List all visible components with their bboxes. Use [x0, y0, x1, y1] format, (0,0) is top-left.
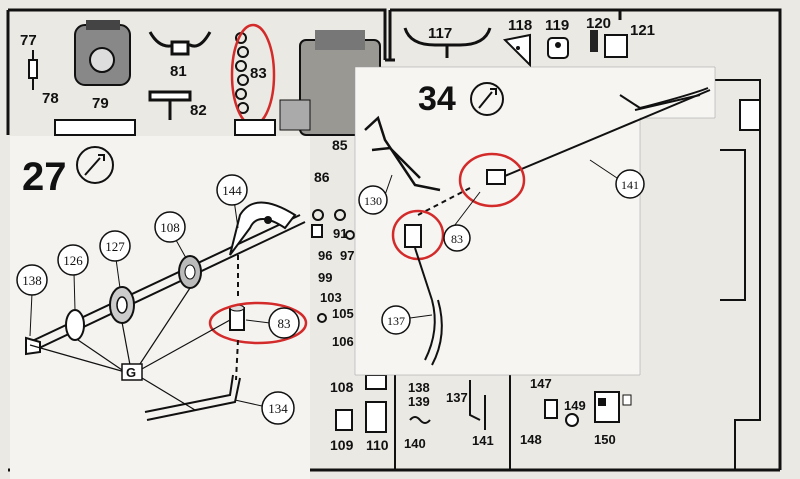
pin-part-icon — [28, 50, 38, 90]
connector-83-upper — [486, 169, 506, 185]
svg-text:141: 141 — [621, 178, 639, 192]
explode-lines — [235, 255, 239, 381]
part-label-86: 86 — [314, 169, 330, 185]
panel-27-title: 27 — [22, 155, 67, 199]
part-label-85: 85 — [332, 137, 348, 153]
handlebar-part-icon — [403, 27, 492, 58]
middle-column-parts: 85 86 91 96 97 99 103 105 106 108 109 11… — [311, 137, 389, 453]
callout-108: 108 — [154, 211, 187, 259]
connector-83-lower — [404, 224, 422, 248]
svg-text:83: 83 — [278, 316, 291, 331]
bracket-part-icon — [148, 31, 212, 56]
callout-134: 134 — [234, 391, 295, 425]
svg-text:134: 134 — [268, 401, 288, 416]
spring-icon — [409, 380, 486, 430]
cap-part-icon — [547, 37, 569, 59]
part-label-106: 106 — [332, 334, 354, 349]
bottom-middle-parts: 108 109 110 — [330, 374, 389, 453]
plate-part-icon — [502, 33, 531, 68]
part-label-150: 150 — [594, 432, 616, 447]
part-label-138b: 138 — [408, 380, 430, 395]
clip-part-icon — [590, 30, 628, 58]
part-label-79: 79 — [92, 95, 109, 112]
part-label-109: 109 — [330, 437, 354, 453]
washer-126 — [65, 309, 85, 341]
svg-text:130: 130 — [364, 194, 382, 208]
part-label-96: 96 — [318, 248, 332, 263]
cable-137 — [414, 247, 443, 366]
part-label-141b: 141 — [472, 433, 494, 448]
svg-text:83: 83 — [451, 232, 463, 246]
callout-137: 137 — [381, 305, 433, 335]
part-label-120: 120 — [586, 15, 611, 32]
spacer-108 — [178, 255, 202, 289]
wrench-badge-icon — [76, 146, 114, 184]
highlight-ellipse-34-upper — [458, 152, 526, 208]
bushing-83 — [229, 304, 245, 331]
wrench-badge-icon — [470, 82, 504, 116]
panel-34-title: 34 — [418, 80, 456, 118]
part-label-83-top: 83 — [250, 65, 267, 82]
mount-plate-icon — [54, 119, 276, 136]
panel-27: 27 — [10, 136, 310, 479]
small-parts-icons — [311, 209, 355, 323]
part-label-77: 77 — [20, 32, 37, 49]
part-label-137b: 137 — [446, 390, 468, 405]
callout-83-panel-34: 83 — [443, 191, 481, 252]
valve-parts-icon — [544, 391, 632, 427]
callout-138: 138 — [16, 264, 48, 337]
part-label-110: 110 — [366, 437, 389, 453]
svg-text:126: 126 — [63, 253, 83, 268]
highlight-ellipse-27 — [208, 301, 308, 345]
part-label-99: 99 — [318, 270, 332, 285]
part-label-105: 105 — [332, 306, 354, 321]
part-label-139: 139 — [408, 394, 430, 409]
part-label-91: 91 — [333, 226, 347, 241]
part-label-149: 149 — [564, 398, 586, 413]
bottom-strip-parts: 138 139 137 140 141 147 149 148 150 — [394, 375, 632, 470]
dashed-cable-upper — [417, 187, 471, 216]
carburetor-icon — [74, 20, 131, 86]
part-label-82: 82 — [190, 102, 207, 119]
callout-126: 126 — [57, 244, 89, 311]
part-label-108b: 108 — [330, 379, 354, 395]
part-label-97: 97 — [340, 248, 354, 263]
svg-text:138: 138 — [22, 273, 42, 288]
lever-part-icon — [148, 90, 192, 120]
callout-127: 127 — [99, 230, 131, 289]
callout-141: 141 — [589, 159, 645, 199]
svg-text:108: 108 — [160, 220, 180, 235]
part-label-103: 103 — [320, 290, 342, 305]
part-label-119: 119 — [545, 17, 569, 34]
grease-point-box — [121, 363, 143, 381]
callout-130: 130 — [358, 174, 393, 215]
svg-text:144: 144 — [222, 183, 242, 198]
right-frame-outline — [640, 79, 761, 470]
part-label-147: 147 — [530, 376, 552, 391]
svg-text:137: 137 — [387, 314, 405, 328]
panel-34: 34 — [354, 66, 716, 376]
rod-134 — [144, 374, 241, 421]
part-label-118: 118 — [508, 17, 532, 34]
cable-141 — [499, 87, 711, 179]
panel-27-background — [10, 136, 310, 479]
part-label-121: 121 — [630, 22, 655, 39]
part-label-148: 148 — [520, 432, 542, 447]
lever-arm-144 — [229, 201, 297, 256]
part-label-81: 81 — [170, 63, 187, 80]
callout-144: 144 — [216, 174, 248, 229]
panel-34-background — [354, 66, 716, 376]
leader-lines — [29, 287, 231, 411]
grease-point-label: G — [126, 365, 136, 380]
bearing-127 — [109, 286, 135, 324]
callout-83-panel-27: 83 — [245, 307, 300, 339]
part-label-117: 117 — [428, 25, 452, 42]
part-label-78: 78 — [42, 90, 59, 107]
pipe-130 — [364, 115, 441, 192]
svg-text:127: 127 — [105, 239, 125, 254]
part-label-140: 140 — [404, 436, 426, 451]
